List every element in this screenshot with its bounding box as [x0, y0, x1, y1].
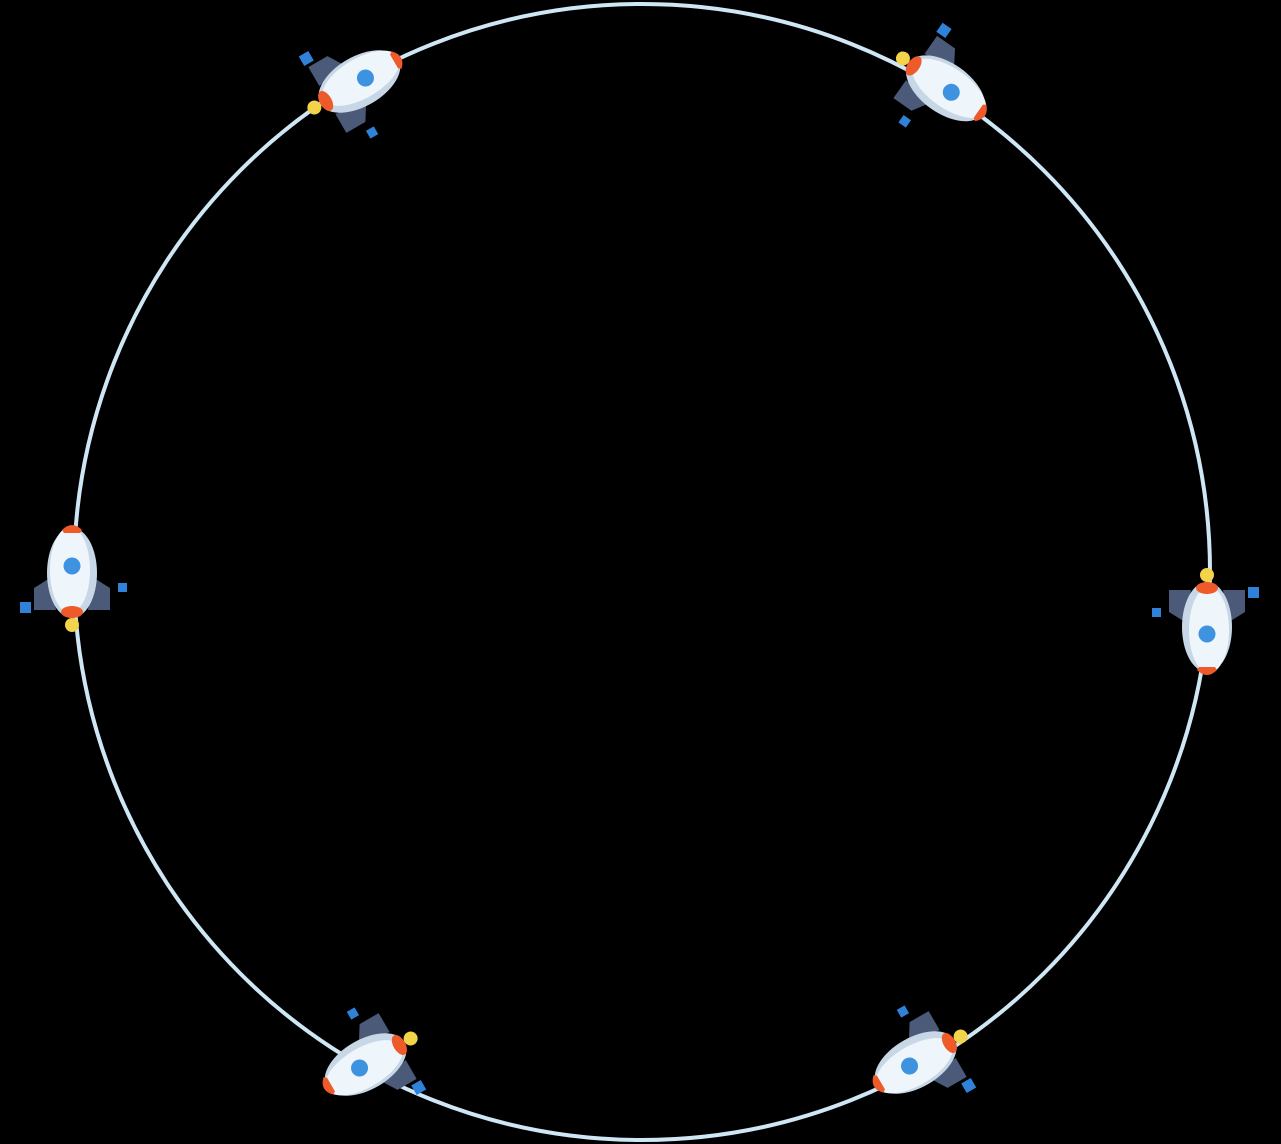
- rocket-icon: [1152, 568, 1259, 675]
- rocket-icon: [20, 525, 127, 632]
- rocket-group: [20, 11, 1259, 1134]
- orbit-ring: [72, 2, 1212, 1142]
- rocket-icon: [296, 987, 443, 1134]
- rocket-icon: [282, 12, 429, 159]
- rocket-icon: [846, 985, 993, 1132]
- rocket-icon: [865, 11, 1015, 161]
